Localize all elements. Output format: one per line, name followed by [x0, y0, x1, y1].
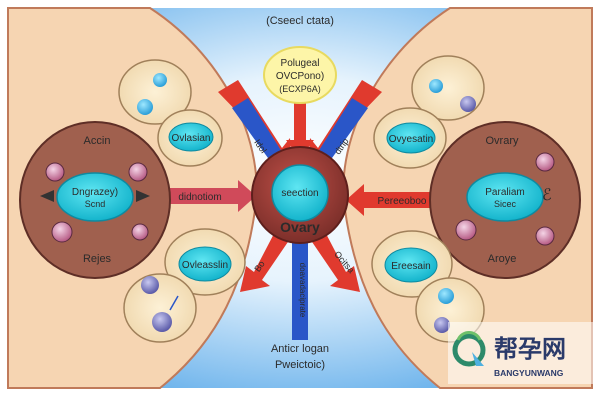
arrow-down-blue	[292, 238, 308, 340]
left-pointer-icon-2	[136, 190, 150, 202]
watermark-cn: 帮孕网	[494, 335, 566, 363]
watermark-en: BANGYUNWANG	[494, 368, 564, 378]
arrow-upper-right-blue	[318, 98, 368, 158]
egg-cyan-4	[438, 288, 454, 304]
center-core-label: seection	[281, 188, 318, 199]
arrow-lower-right-red	[308, 226, 360, 292]
left-egg-3	[51, 221, 73, 243]
right-organ-core-line1: Paraliam	[485, 187, 524, 198]
watermark: 帮孕网 BANGYUNWANG	[448, 322, 598, 384]
left-egg-1	[45, 162, 65, 182]
top-bubble-line1: Polugeal	[281, 58, 320, 69]
egg-cyan-2	[153, 73, 167, 87]
left-organ-core-line1: Dngrazey)	[72, 187, 118, 198]
egg-cyan-3	[429, 79, 443, 93]
follicle-lower-left-core	[178, 246, 232, 282]
top-bubble-line3: (ECXP6A)	[279, 84, 321, 94]
follicle-top-left	[118, 59, 192, 125]
arrow-upper-left-blue	[232, 98, 282, 158]
follicle-upper-right-core	[386, 122, 436, 154]
center-core	[271, 164, 329, 222]
follicle-upper-right-label: Ovyesatin	[389, 134, 433, 145]
small-arrow-icon	[169, 295, 179, 311]
arrow-right-label: Pereeoboo	[378, 196, 427, 207]
left-pointer-icon	[40, 190, 54, 202]
right-organ-top-label: Ovrary	[486, 135, 520, 147]
follicle-lower-right-label: Ereesain	[391, 261, 430, 272]
left-egg-4	[131, 223, 149, 241]
arrow-lower-left-red	[240, 226, 292, 292]
arrow-top-red	[286, 102, 314, 158]
egg-blue-4	[434, 317, 450, 333]
left-organ-core-line2: Scnd	[85, 199, 106, 209]
q-leaf-logo-icon	[452, 333, 486, 367]
egg-blue-3	[460, 96, 476, 112]
top-label: (Cseecl ctata)	[266, 15, 334, 27]
right-organ-bottom-label: Aroye	[488, 253, 517, 265]
right-organ-core-line2: Sicec	[494, 199, 517, 209]
top-bubble-line2: OVCPono)	[276, 71, 324, 82]
left-organ-bottom-label: Rejes	[83, 253, 112, 265]
right-organ-core	[466, 172, 544, 222]
right-squiggle-icon: ℰ	[542, 187, 552, 204]
follicle-upper-left-label: Ovlasian	[172, 133, 211, 144]
follicle-lower-right-core	[384, 247, 438, 283]
egg-blue-2	[152, 312, 172, 332]
egg-blue-1	[141, 276, 159, 294]
arrow-right-horizontal	[346, 184, 450, 216]
follicle-lower-left-label: Ovleasslin	[182, 260, 228, 271]
bottom-label-line2: Pweictoic)	[275, 359, 325, 371]
right-egg-3	[535, 226, 555, 246]
arrow-left-horizontal	[150, 180, 256, 212]
center-title: Ovary	[280, 219, 320, 235]
follicle-upper-left-core	[168, 122, 214, 152]
arrow-left-label: didnotiom	[178, 192, 221, 203]
arrow-down-label: doavadaciprate	[298, 263, 307, 318]
egg-cyan-1	[137, 99, 153, 115]
left-egg-2	[128, 162, 148, 182]
left-organ-core	[56, 172, 134, 222]
right-egg-2	[455, 219, 477, 241]
top-bubble	[263, 46, 337, 104]
left-organ-top-label: Accin	[84, 135, 111, 147]
right-egg-1	[535, 152, 555, 172]
bottom-label-line1: Anticr logan	[271, 343, 329, 355]
follicle-bottom-left	[123, 273, 197, 343]
